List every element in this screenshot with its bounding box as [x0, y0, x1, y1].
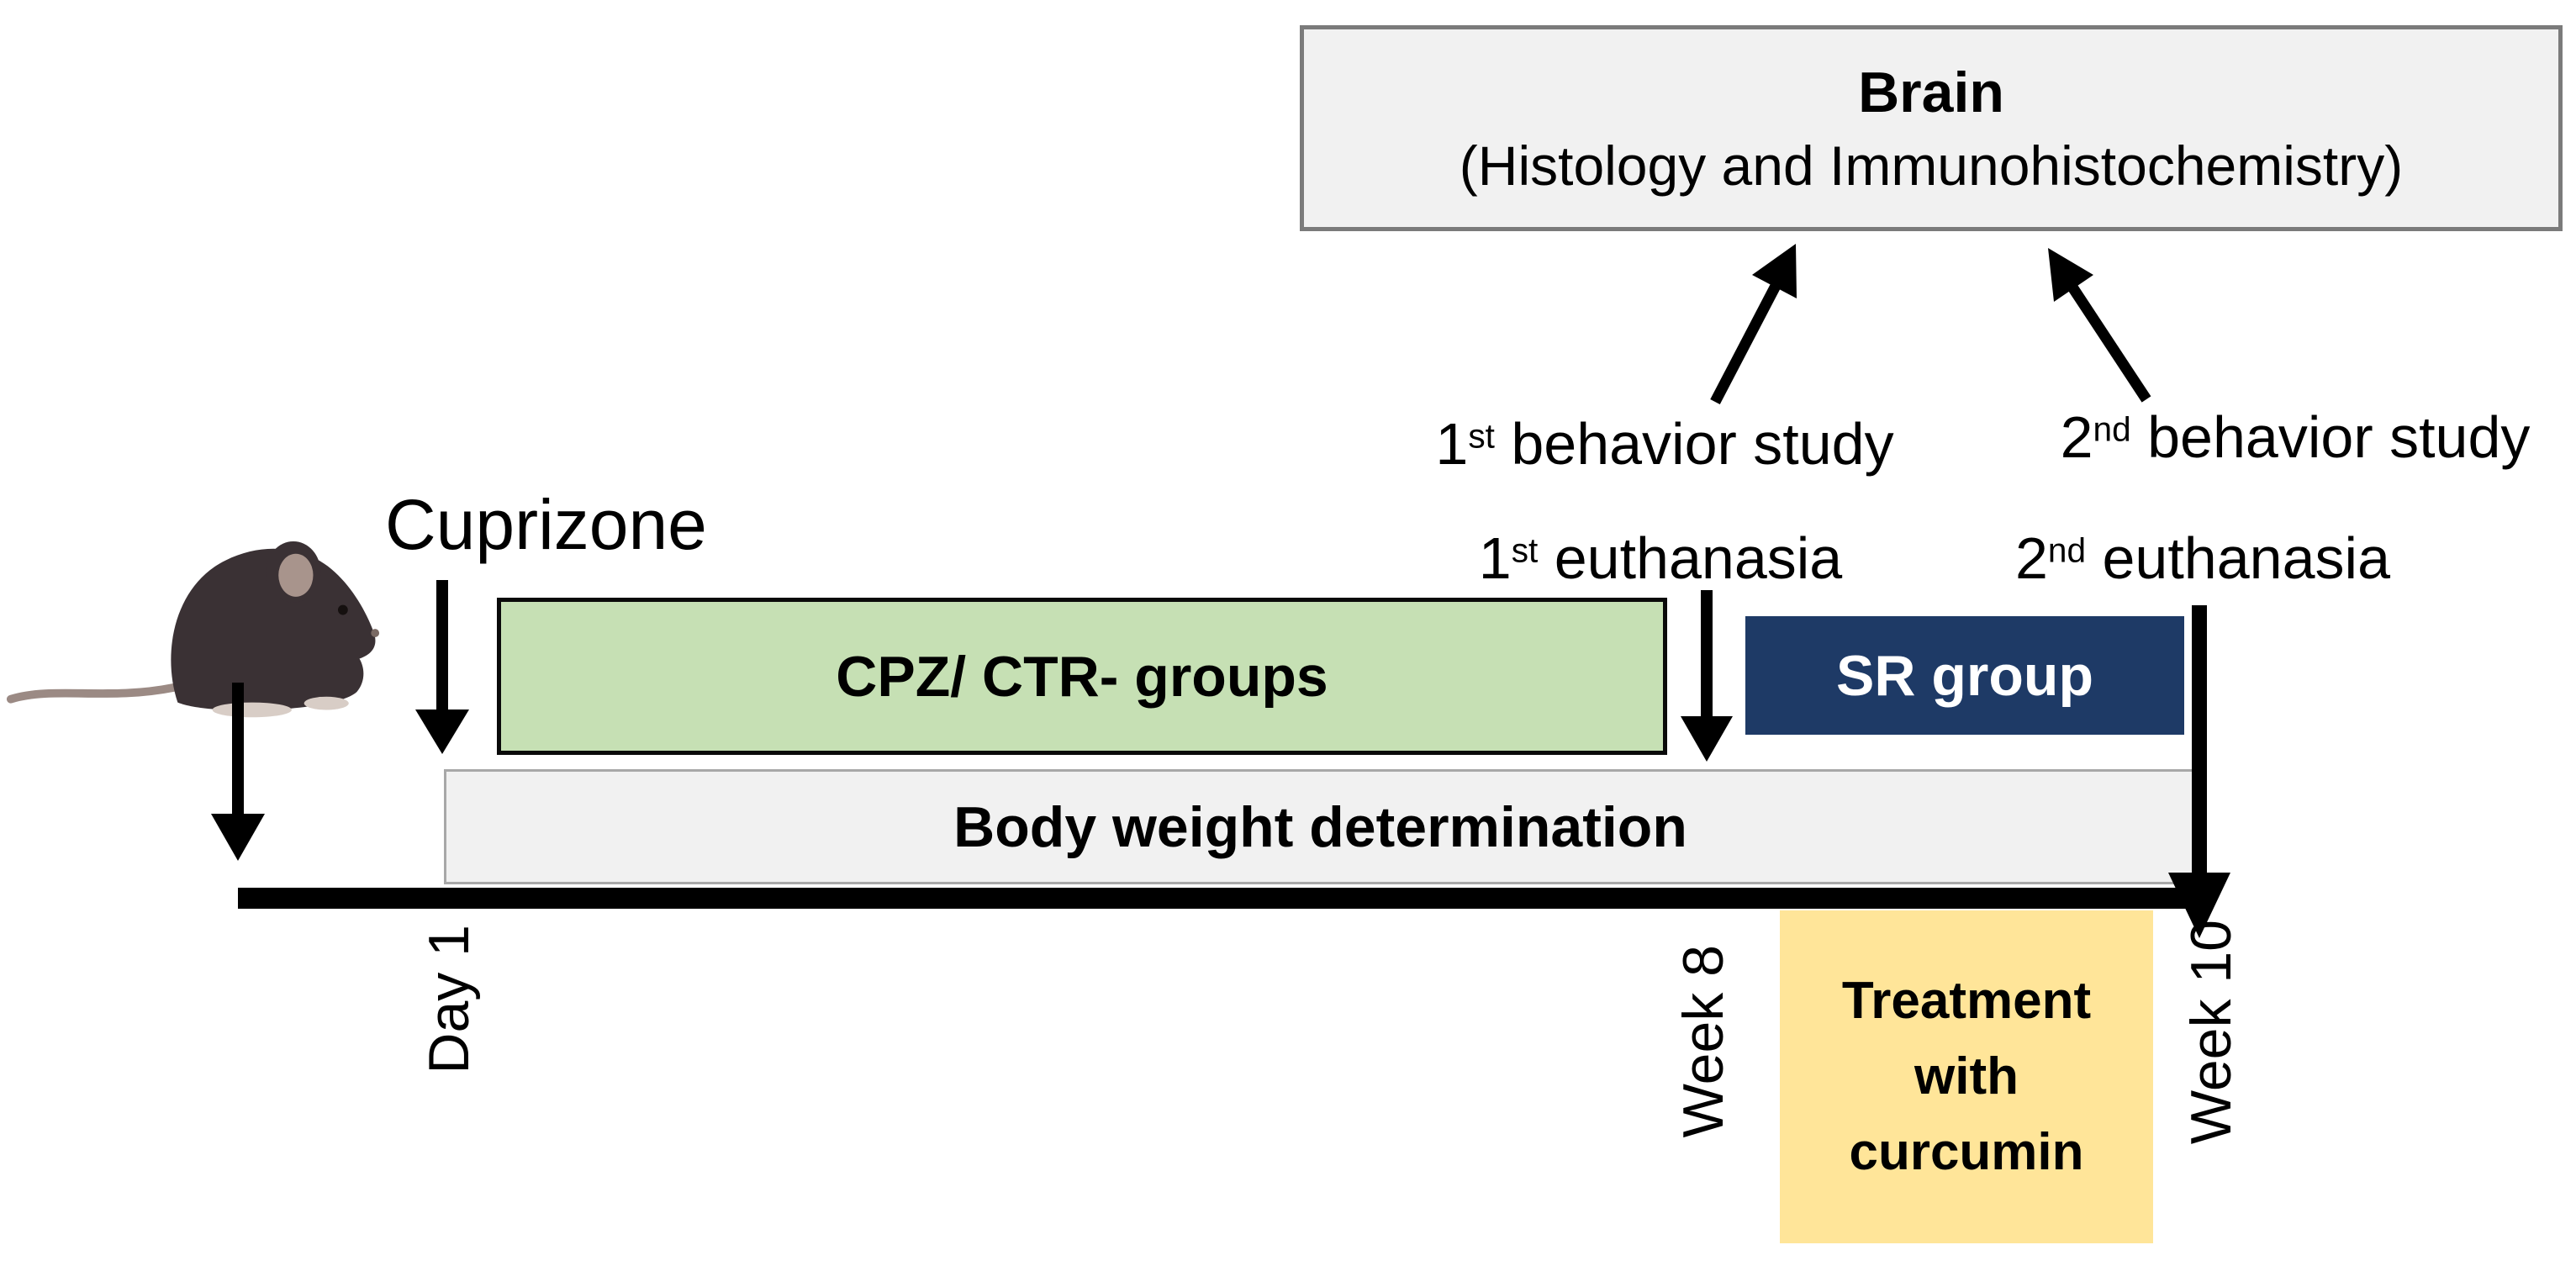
cuprizone-arrow-icon — [415, 580, 469, 754]
body-weight-box: Body weight determination — [444, 769, 2197, 884]
mouse-paw — [304, 696, 349, 710]
timeline-label-week-8: Week 8 — [1671, 945, 1735, 1138]
label-text: behavior study — [1494, 411, 1894, 477]
brain-box-subtitle: (Histology and Immunohistochemistry) — [1459, 134, 2404, 197]
mouse-foot — [212, 702, 292, 718]
ordinal-suffix: st — [1468, 416, 1495, 456]
ordinal-number: 2 — [2060, 404, 2093, 470]
mouse-illustration — [6, 541, 380, 718]
treatment-curcumin-box: Treatment with curcumin — [1780, 910, 2153, 1243]
mouse-body — [171, 548, 376, 711]
cpz-ctr-groups-label: CPZ/ CTR- groups — [836, 644, 1328, 709]
timeline-bar — [238, 888, 2192, 909]
treatment-line-3: curcumin — [1849, 1122, 2084, 1181]
ordinal-number: 2 — [2014, 525, 2048, 591]
timeline-label-week-10: Week 10 — [2179, 920, 2243, 1145]
label-text: euthanasia — [2086, 525, 2391, 591]
second-behavior-arrow-icon — [2048, 248, 2151, 403]
sr-group-label: SR group — [1836, 643, 2093, 708]
cpz-ctr-groups-box: CPZ/ CTR- groups — [497, 598, 1667, 755]
ordinal-number: 1 — [1478, 525, 1512, 591]
mouse-eye — [337, 604, 348, 615]
ordinal-suffix: nd — [2047, 530, 2087, 570]
ordinal-suffix: st — [1511, 530, 1539, 570]
mouse-icon — [4, 501, 384, 723]
first-euthanasia-arrow-icon — [1681, 590, 1733, 762]
label-text: behavior study — [2130, 404, 2531, 470]
sr-group-box: SR group — [1745, 616, 2184, 735]
label-second-behavior-study: 2nd behavior study — [2014, 405, 2576, 470]
body-weight-label: Body weight determination — [953, 794, 1687, 859]
mouse-nose — [371, 629, 380, 637]
ordinal-number: 1 — [1435, 411, 1469, 477]
label-first-euthanasia: 1st euthanasia — [1450, 526, 1871, 591]
brain-box-title: Brain — [1858, 60, 2004, 124]
label-first-behavior-study: 1st behavior study — [1387, 412, 1942, 477]
brain-analysis-box: Brain (Histology and Immunohistochemistr… — [1300, 25, 2563, 231]
first-behavior-arrow-icon — [1710, 244, 1797, 405]
ordinal-suffix: nd — [2093, 409, 2131, 449]
label-cuprizone: Cuprizone — [385, 485, 707, 564]
mouse-ear-inner — [278, 553, 314, 597]
mouse-tail — [6, 683, 196, 704]
treatment-line-2: with — [1914, 1047, 2019, 1106]
timeline-label-day-1: Day 1 — [417, 925, 481, 1074]
treatment-line-1: Treatment — [1841, 972, 2092, 1031]
label-second-euthanasia: 2nd euthanasia — [1988, 526, 2417, 591]
label-text: euthanasia — [1538, 525, 1843, 591]
